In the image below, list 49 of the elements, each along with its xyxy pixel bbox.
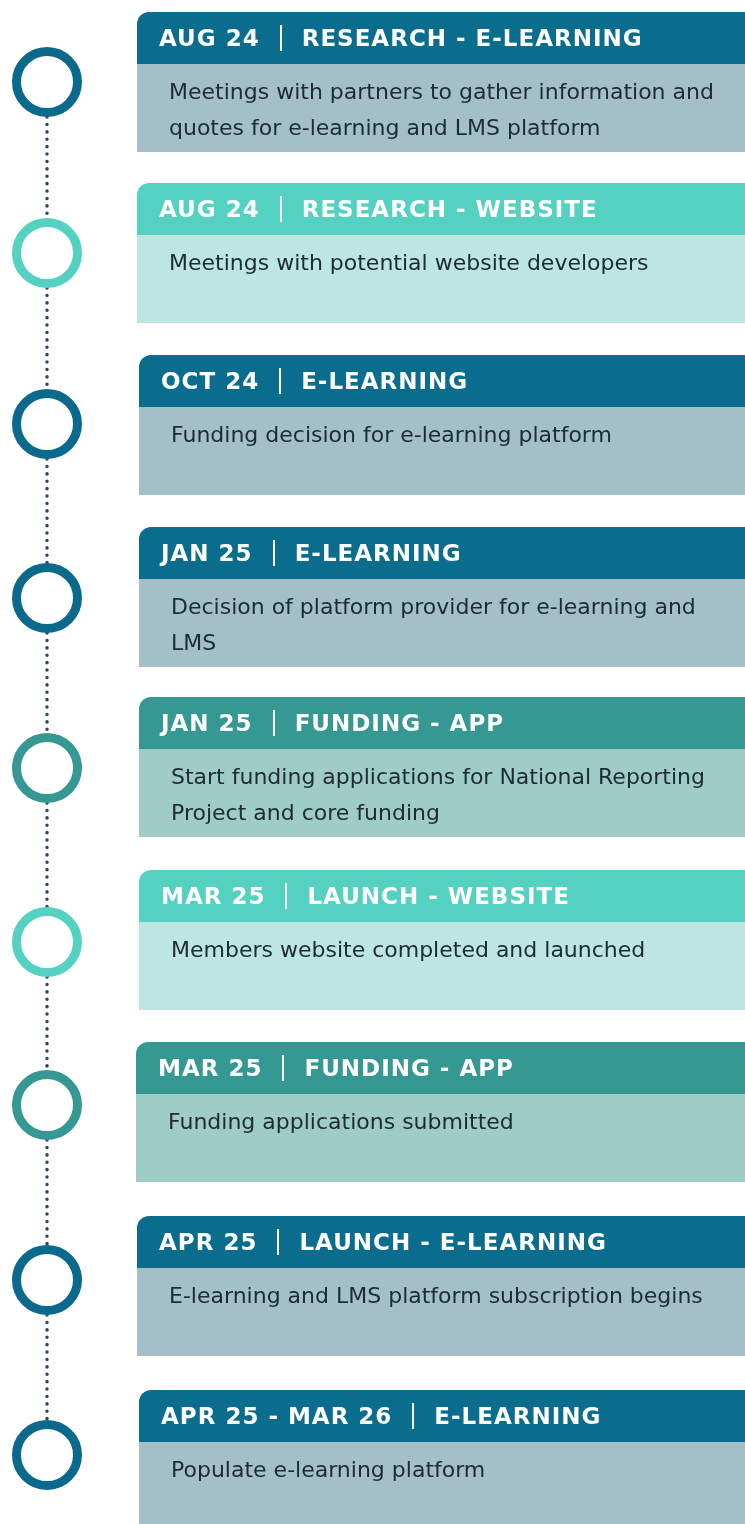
- date-label: OCT 24: [161, 368, 260, 394]
- date-label: MAR 25: [158, 1055, 263, 1081]
- timeline-card: [139, 1390, 745, 1524]
- category-label: LAUNCH - WEBSITE: [307, 883, 570, 909]
- timeline-circle: [12, 907, 82, 977]
- milestone-description: Members website completed and launched: [139, 922, 745, 1010]
- timeline-card: [139, 355, 745, 495]
- date-label: AUG 24: [159, 25, 260, 51]
- milestone-description: Meetings with partners to gather information and quotes for e-learning and LMS platform: [137, 64, 745, 152]
- category-label: E-LEARNING: [294, 540, 462, 566]
- category-label: RESEARCH - WEBSITE: [301, 196, 598, 222]
- timeline-card: [139, 697, 745, 837]
- timeline-circle: [12, 218, 82, 288]
- milestone-description: Funding applications submitted: [136, 1094, 745, 1182]
- date-label: MAR 25: [161, 883, 266, 909]
- timeline-circle: [12, 563, 82, 633]
- dotted-connector: [45, 1313, 49, 1422]
- category-label: E-LEARNING: [434, 1403, 602, 1429]
- date-label: AUG 24: [159, 196, 260, 222]
- timeline-circle: [12, 1420, 82, 1490]
- timeline-card: [136, 1042, 745, 1182]
- milestone-description: Populate e-learning platform: [139, 1442, 745, 1524]
- category-label: E-LEARNING: [301, 368, 469, 394]
- dotted-connector: [45, 1138, 49, 1247]
- timeline-card: [139, 870, 745, 1010]
- milestone-description: Meetings with potential website developers: [137, 235, 745, 323]
- milestone-description: Decision of platform provider for e-learning and LMS: [139, 579, 745, 667]
- category-label: FUNDING - APP: [304, 1055, 514, 1081]
- timeline-card: [137, 183, 745, 323]
- timeline-circle: [12, 1070, 82, 1140]
- category-label: FUNDING - APP: [294, 710, 505, 736]
- date-label: JAN 25: [161, 540, 253, 566]
- timeline-circle: [12, 1245, 82, 1315]
- dotted-connector: [45, 457, 49, 565]
- timeline-circle: [12, 733, 82, 803]
- timeline-circle: [12, 47, 82, 117]
- dotted-connector: [45, 801, 49, 909]
- timeline-card: [137, 1216, 745, 1356]
- timeline-circle: [12, 389, 82, 459]
- timeline-card: [139, 527, 745, 667]
- date-label: APR 25: [159, 1229, 258, 1255]
- category-label: RESEARCH - E-LEARNING: [301, 25, 643, 51]
- milestone-description: Funding decision for e-learning platform: [139, 407, 745, 495]
- category-label: LAUNCH - E-LEARNING: [299, 1229, 607, 1255]
- milestone-description: E-learning and LMS platform subscription begins: [137, 1268, 745, 1356]
- date-label: JAN 25: [161, 710, 253, 736]
- milestone-description: Start funding applications for National Reporting Project and core funding: [139, 749, 745, 837]
- timeline-card: [137, 12, 745, 152]
- date-label: APR 25 - MAR 26: [161, 1403, 393, 1429]
